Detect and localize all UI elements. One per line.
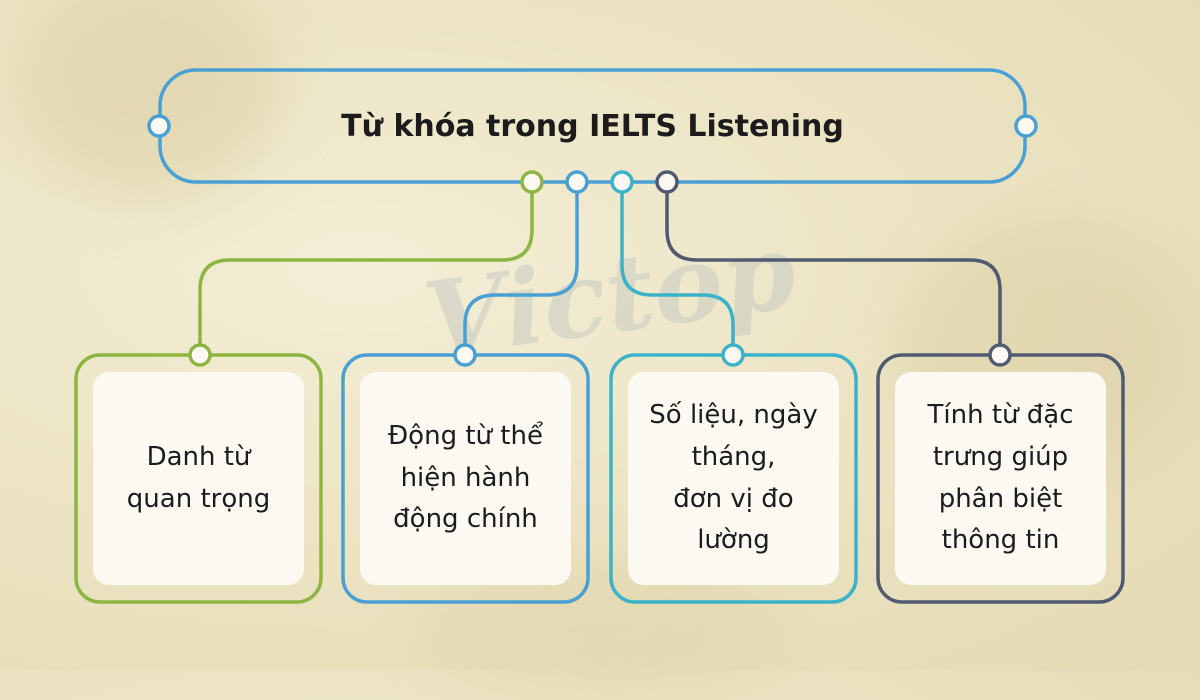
title-box-left-node	[147, 114, 171, 138]
card-4-text: Tính từ đặc trưng giúp phân biệt thông t…	[927, 400, 1074, 556]
background-stain	[20, 0, 280, 200]
connector-node-4-bottom	[988, 343, 1012, 367]
card-1-text: Danh từ quan trọng	[126, 441, 271, 514]
card-3-fill	[628, 372, 839, 585]
connector-node-4-top	[655, 170, 679, 194]
connector-2	[463, 182, 579, 355]
card-1-fill	[93, 372, 304, 585]
card-2-fill	[360, 372, 571, 585]
connector-node-2-bottom	[453, 343, 477, 367]
diagram-canvas	[74, 68, 1125, 604]
diagram-title: Từ khóa trong IELTS Listening	[341, 108, 844, 144]
connector-node-1-bottom	[188, 343, 212, 367]
title-box-right-node	[1014, 114, 1038, 138]
connector-4	[665, 182, 1002, 355]
card-3-text: Số liệu, ngày tháng, đơn vị đo lường	[649, 400, 818, 556]
connector-node-2-top	[565, 170, 589, 194]
connector-node-3-top	[610, 170, 634, 194]
connector-node-1-top	[520, 170, 544, 194]
connector-node-3-bottom	[721, 343, 745, 367]
card-4-fill	[895, 372, 1106, 585]
connector-1	[198, 182, 534, 355]
connector-3	[620, 182, 735, 355]
card-2-text: Động từ thể hiện hành động chính	[388, 421, 543, 535]
